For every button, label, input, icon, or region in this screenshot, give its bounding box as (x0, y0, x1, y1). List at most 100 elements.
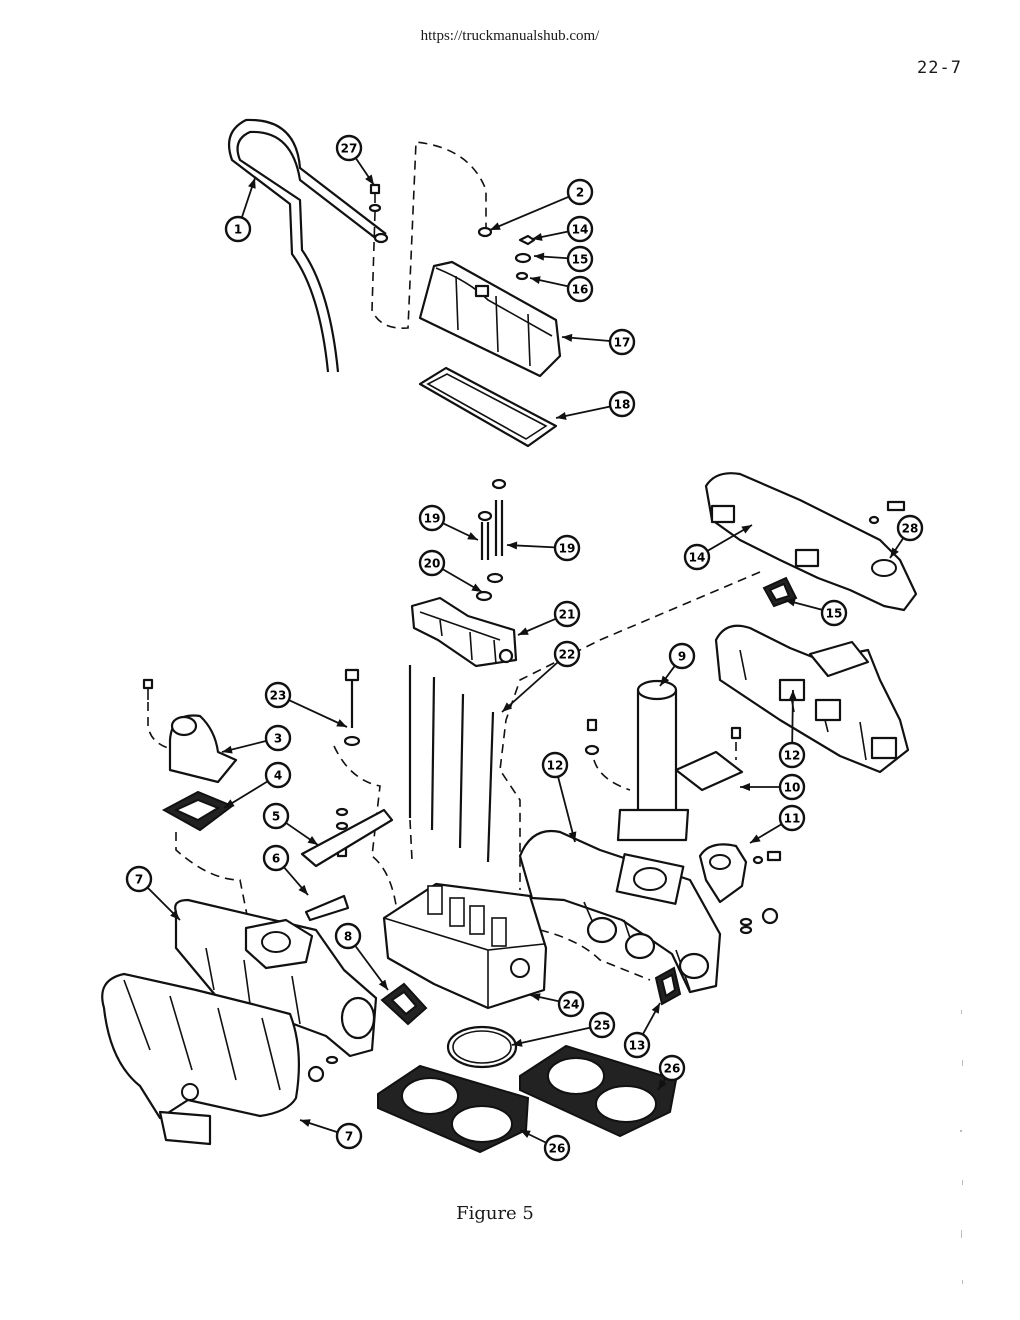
callout-circle (125, 865, 153, 893)
callout-group: 1272141516171819192021221428159233412121… (125, 134, 924, 1162)
callout-label: 23 (270, 689, 287, 703)
callout-circle (683, 543, 711, 571)
exhaust-manifold (101, 972, 300, 1146)
exhaust-manifold-right (714, 624, 910, 774)
callout-label: 17 (614, 336, 631, 350)
support-bracket (300, 807, 394, 922)
leader-arrowhead (378, 979, 388, 990)
valve-cover (418, 260, 562, 378)
leader-line (557, 776, 576, 843)
o-ring-inner (452, 1030, 512, 1064)
push-rods (408, 665, 495, 863)
manifold-gasket (762, 576, 798, 608)
callout-circle (334, 922, 362, 950)
leader-arrowhead (467, 532, 478, 540)
leader-arrowhead (307, 836, 318, 845)
callout-circle (623, 1031, 651, 1059)
callout-label: 14 (572, 223, 589, 237)
callout-12: 12 (778, 689, 806, 769)
callout-26: 26 (519, 1129, 571, 1162)
callout-label: 1 (234, 223, 242, 237)
leader-arrowhead (530, 993, 541, 1002)
callout-circle (608, 390, 636, 418)
callout-circle (658, 1054, 686, 1082)
callout-15: 15 (533, 245, 594, 273)
leader-arrowhead (224, 799, 235, 808)
leader-arrowhead (222, 745, 233, 754)
scan-artifacts (960, 1010, 963, 1284)
callout-7: 7 (125, 865, 181, 921)
callout-label: 22 (559, 648, 576, 662)
leader-arrowhead (300, 1119, 311, 1127)
callout-circle (262, 802, 290, 830)
leader-line (489, 195, 570, 231)
head-gasket-rear (519, 1044, 678, 1138)
callout-label: 14 (689, 551, 706, 565)
leader-arrowhead (741, 525, 752, 534)
callout-25: 25 (511, 1011, 616, 1047)
callout-16: 16 (529, 275, 594, 303)
rocker-studs (475, 478, 507, 602)
callout-label: 28 (902, 522, 919, 536)
leader-arrowhead (518, 627, 529, 635)
leader-line (288, 699, 348, 728)
callout-circle (418, 549, 446, 577)
callout-24: 24 (529, 990, 585, 1018)
callout-label: 11 (784, 812, 801, 826)
callout-21: 21 (517, 600, 581, 636)
leader-arrowhead (336, 719, 347, 727)
leader-line (501, 661, 559, 713)
callout-2: 2 (489, 178, 594, 231)
exhaust-stack (584, 679, 690, 842)
callout-12: 12 (541, 751, 577, 843)
callout-label: 12 (784, 749, 801, 763)
figure-caption: Figure 5 (456, 1203, 534, 1224)
water-manifold (704, 472, 918, 612)
dashed-guide (539, 929, 651, 981)
callout-28: 28 (889, 514, 924, 559)
dashed-guide (333, 745, 397, 906)
cover-plate (674, 726, 744, 792)
cover-hardware (477, 226, 536, 281)
head-gasket-front (377, 1064, 530, 1154)
dashed-guide (409, 819, 413, 861)
callout-label: 19 (424, 512, 441, 526)
callout-label: 2 (576, 186, 584, 200)
leader-arrowhead (785, 598, 796, 607)
callout-label: 15 (826, 607, 843, 621)
leader-arrowhead (658, 1079, 667, 1090)
callout-23: 23 (264, 681, 348, 728)
callout-1: 1 (224, 177, 256, 243)
callout-10: 10 (740, 773, 806, 801)
callout-19: 19 (418, 504, 479, 541)
leader-arrowhead (170, 910, 180, 920)
callout-circle (262, 844, 290, 872)
callout-label: 25 (594, 1019, 611, 1033)
callout-label: 6 (272, 852, 280, 866)
callout-circle (566, 178, 594, 206)
callout-circle (553, 640, 581, 668)
callout-circle (264, 681, 292, 709)
leader-arrowhead (556, 412, 567, 420)
callout-label: 16 (572, 283, 589, 297)
outlet-elbow (698, 843, 782, 904)
leader-arrowhead (740, 783, 750, 791)
callout-circle (541, 751, 569, 779)
callout-label: 8 (344, 930, 352, 944)
callout-label: 15 (572, 253, 589, 267)
source-url[interactable]: https://truckmanualshub.com/ (420, 28, 600, 44)
callout-label: 13 (629, 1039, 646, 1053)
callout-26: 26 (657, 1054, 686, 1091)
callout-circle (553, 600, 581, 628)
callout-label: 3 (274, 732, 282, 746)
leader-arrowhead (788, 690, 797, 701)
callout-18: 18 (555, 390, 636, 420)
callout-circle (778, 741, 806, 769)
head-bolt (343, 668, 361, 747)
callout-9: 9 (659, 642, 696, 687)
callout-27: 27 (335, 134, 375, 186)
leader-arrowhead (365, 174, 374, 185)
callout-circle (588, 1011, 616, 1039)
callout-5: 5 (262, 802, 319, 846)
callout-circle (608, 328, 636, 356)
